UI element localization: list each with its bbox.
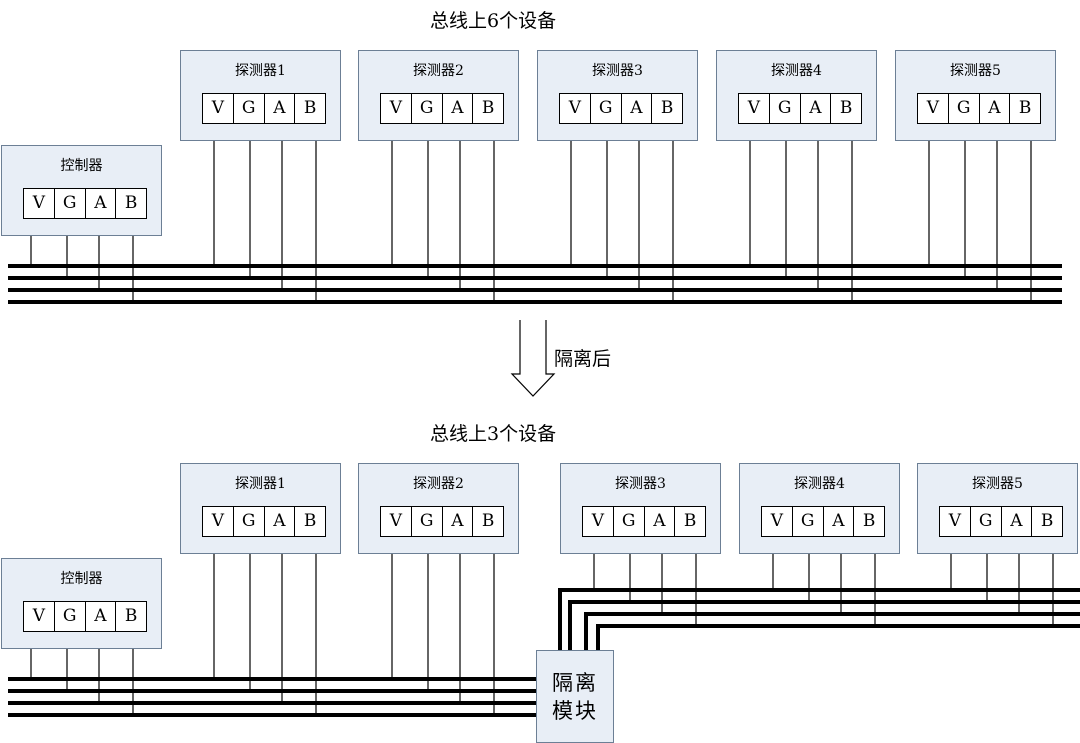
terminal-v: V	[32, 193, 46, 213]
terminal-a: A	[84, 602, 116, 631]
terminal-strip: V G A B	[917, 93, 1041, 124]
terminal-v: V	[747, 98, 761, 118]
bottom-title: 总线上3个设备	[430, 423, 557, 445]
terminal-b: B	[294, 507, 325, 536]
terminal-g: G	[53, 602, 85, 631]
terminal-g: G	[232, 94, 264, 123]
bottom-detector-4: 探测器4 V G A B	[739, 463, 900, 554]
terminal-b: B	[294, 94, 325, 123]
top-detector-4: 探测器4 V G A B	[716, 50, 877, 141]
terminal-g: G	[947, 94, 979, 123]
terminal-a: A	[643, 507, 675, 536]
terminal-b: B	[472, 507, 503, 536]
terminal-a: A	[263, 94, 295, 123]
terminal-strip: V G A B	[202, 506, 326, 537]
terminal-strip: V G A B	[939, 506, 1063, 537]
device-label: 探测器4	[771, 63, 822, 79]
arrow-label: 隔离后	[554, 348, 612, 370]
isolated-bus-line-4	[596, 624, 1080, 652]
terminal-v: V	[591, 511, 605, 531]
device-label: 探测器1	[235, 63, 286, 79]
terminal-a: A	[84, 189, 116, 218]
top-detector-2: 探测器2 V G A B	[358, 50, 519, 141]
terminal-b: B	[830, 94, 861, 123]
terminal-v: V	[948, 511, 962, 531]
terminal-a: A	[1000, 507, 1032, 536]
device-label: 探测器1	[235, 476, 286, 492]
device-label: 探测器5	[972, 476, 1023, 492]
device-label: 探测器3	[615, 476, 666, 492]
isolated-bus-line-3	[584, 612, 1080, 652]
terminal-g: G	[410, 507, 442, 536]
terminal-a: A	[620, 94, 652, 123]
terminal-g: G	[53, 189, 85, 218]
isolation-module-label-1: 隔离	[552, 670, 598, 695]
terminal-v: V	[389, 98, 403, 118]
terminal-b: B	[674, 507, 705, 536]
terminal-g: G	[969, 507, 1001, 536]
terminal-strip: V G A B	[23, 188, 147, 219]
terminal-b: B	[1031, 507, 1062, 536]
terminal-strip: V G A B	[738, 93, 862, 124]
terminal-v: V	[211, 511, 225, 531]
top-detector-1: 探测器1 V G A B	[180, 50, 341, 141]
terminal-a: A	[441, 94, 473, 123]
terminal-b: B	[115, 602, 146, 631]
device-label: 探测器2	[413, 476, 464, 492]
device-label: 探测器2	[413, 63, 464, 79]
terminal-strip: V G A B	[380, 93, 504, 124]
isolated-bus-line-2	[568, 600, 1080, 652]
isolation-module: 隔离 模块	[536, 650, 614, 743]
device-label: 探测器4	[794, 476, 845, 492]
terminal-strip: V G A B	[559, 93, 683, 124]
bottom-detector-5: 探测器5 V G A B	[917, 463, 1078, 554]
device-label: 探测器5	[950, 63, 1001, 79]
bottom-controller: 控制器 V G A B	[1, 558, 162, 649]
terminal-g: G	[232, 507, 264, 536]
terminal-strip: V G A B	[761, 506, 885, 537]
terminal-g: G	[768, 94, 800, 123]
terminal-strip: V G A B	[202, 93, 326, 124]
top-detector-5: 探测器5 V G A B	[895, 50, 1056, 141]
terminal-strip: V G A B	[582, 506, 706, 537]
terminal-a: A	[263, 507, 295, 536]
terminal-v: V	[32, 606, 46, 626]
device-label: 控制器	[60, 158, 103, 174]
terminal-a: A	[978, 94, 1010, 123]
terminal-v: V	[568, 98, 582, 118]
top-title: 总线上6个设备	[430, 10, 557, 32]
isolation-module-label-2: 模块	[552, 698, 598, 723]
terminal-v: V	[926, 98, 940, 118]
terminal-v: V	[389, 511, 403, 531]
terminal-b: B	[472, 94, 503, 123]
bottom-detector-1: 探测器1 V G A B	[180, 463, 341, 554]
terminal-strip: V G A B	[380, 506, 504, 537]
isolated-bus-line-1	[558, 588, 1080, 652]
device-label: 探测器3	[592, 63, 643, 79]
top-controller: 控制器 V G A B	[1, 145, 162, 236]
terminal-g: G	[612, 507, 644, 536]
terminal-g: G	[589, 94, 621, 123]
terminal-strip: V G A B	[23, 601, 147, 632]
down-arrow-icon	[510, 320, 556, 397]
top-detector-3: 探测器3 V G A B	[537, 50, 698, 141]
terminal-a: A	[822, 507, 854, 536]
terminal-v: V	[211, 98, 225, 118]
terminal-g: G	[410, 94, 442, 123]
terminal-b: B	[853, 507, 884, 536]
device-label: 控制器	[60, 571, 103, 587]
terminal-v: V	[770, 511, 784, 531]
terminal-a: A	[441, 507, 473, 536]
bottom-detector-3: 探测器3 V G A B	[560, 463, 721, 554]
terminal-b: B	[115, 189, 146, 218]
terminal-a: A	[799, 94, 831, 123]
bottom-detector-2: 探测器2 V G A B	[358, 463, 519, 554]
terminal-g: G	[791, 507, 823, 536]
terminal-b: B	[1009, 94, 1040, 123]
terminal-b: B	[651, 94, 682, 123]
